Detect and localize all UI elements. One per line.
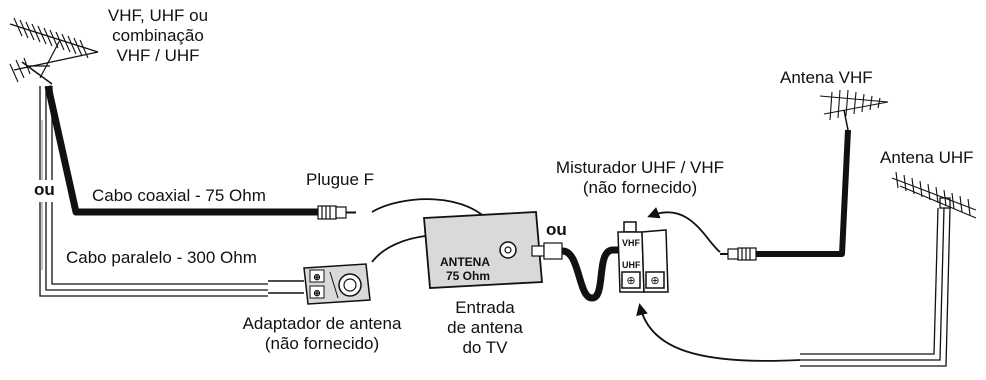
uhf-vhf-mixer-icon: ⊕ ⊕ bbox=[617, 221, 669, 293]
vhf-coax-cable bbox=[756, 129, 851, 257]
uhf-antenna-icon bbox=[891, 171, 977, 219]
svg-text:⊕: ⊕ bbox=[650, 275, 659, 287]
combo-antenna-label-line3: VHF / UHF bbox=[116, 46, 200, 65]
svg-text:⊕: ⊕ bbox=[313, 272, 321, 282]
parallel-cable-label: Cabo paralelo - 300 Ohm bbox=[66, 248, 257, 267]
tv-input-label-line2: de antena bbox=[447, 318, 523, 337]
or-label-left: ou bbox=[34, 180, 55, 199]
mixer-label: Misturador UHF / VHF (não fornecido) bbox=[540, 158, 740, 198]
coax-cable-label: Cabo coaxial - 75 Ohm bbox=[92, 186, 266, 205]
adapter-label: Adaptador de antena (não fornecido) bbox=[222, 314, 422, 354]
tv-input-label-line1: Entrada bbox=[455, 298, 515, 317]
adapter-label-line2: (não fornecido) bbox=[264, 334, 380, 353]
combo-antenna-label: VHF, UHF ou combinação VHF / UHF bbox=[98, 6, 218, 66]
uhf-antenna-label: Antena UHF bbox=[880, 148, 974, 167]
tv-input-label: Entrada de antena do TV bbox=[430, 298, 540, 358]
vhf-f-plug-icon bbox=[720, 247, 757, 261]
vhf-antenna-icon bbox=[819, 89, 889, 131]
svg-text:⊕: ⊕ bbox=[626, 275, 635, 287]
mixer-uhf-port-label: UHF bbox=[622, 260, 641, 270]
mixer-label-line2: (não fornecido) bbox=[582, 178, 698, 197]
mixer-link-cable bbox=[531, 242, 622, 302]
tv-antenna-panel bbox=[423, 211, 543, 289]
uhf-parallel-cable bbox=[800, 207, 951, 367]
f-plug-label: Plugue F bbox=[306, 170, 375, 189]
or-label-right: ou bbox=[546, 220, 567, 239]
svg-text:⊕: ⊕ bbox=[313, 288, 321, 298]
combo-antenna-label-line2: combinação bbox=[112, 26, 204, 45]
vhf-antenna-label: Antena VHF bbox=[780, 68, 873, 87]
mixer-label-line1: Misturador UHF / VHF bbox=[555, 158, 725, 177]
mixer-vhf-port-label: VHF bbox=[622, 238, 640, 248]
tv-input-label-line3: do TV bbox=[462, 338, 508, 357]
combo-antenna-icon bbox=[9, 17, 99, 85]
parallel-cable bbox=[39, 86, 268, 297]
f-plug-icon bbox=[317, 205, 356, 220]
antenna-adapter-icon: ⊕ ⊕ bbox=[268, 263, 371, 305]
tv-panel-title: ANTENA bbox=[440, 255, 490, 269]
coax-cable bbox=[44, 85, 318, 216]
adapter-label-line1: Adaptador de antena bbox=[242, 314, 402, 333]
combo-antenna-label-line1: VHF, UHF ou bbox=[107, 6, 209, 25]
tv-panel-impedance: 75 Ohm bbox=[446, 269, 491, 283]
